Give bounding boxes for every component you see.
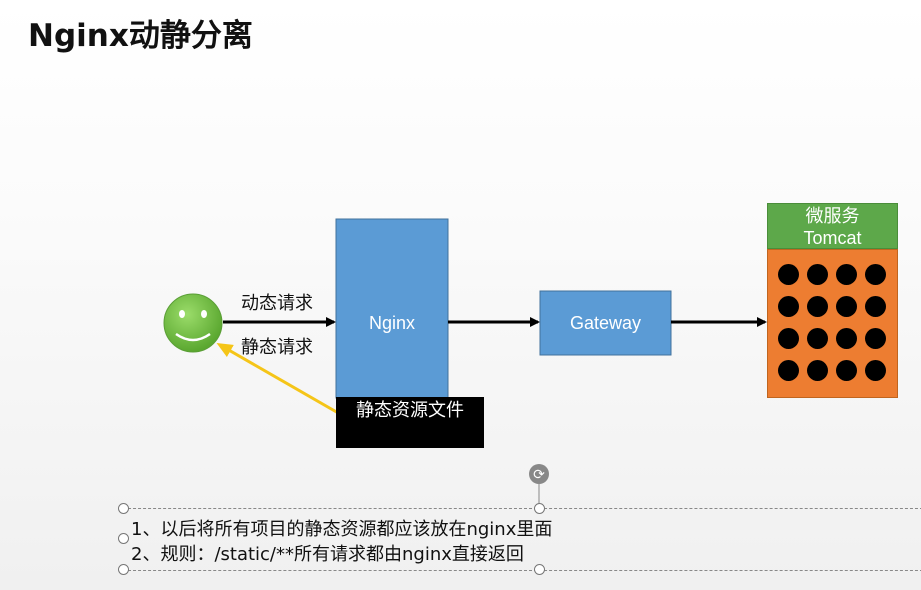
- microservice-header: 微服务 Tomcat: [767, 203, 898, 249]
- note-line-1[interactable]: 1、以后将所有项目的静态资源都应该放在nginx里面: [131, 519, 553, 540]
- tomcat-instance-dot: [778, 360, 799, 381]
- tomcat-instance-dot: [836, 360, 857, 381]
- dynamic-request-label: 动态请求: [241, 293, 313, 314]
- tomcat-instance-dot: [778, 264, 799, 285]
- tomcat-instances-box: [767, 249, 898, 398]
- tomcat-instance-dot: [778, 296, 799, 317]
- smiley-face-icon: [163, 293, 223, 353]
- rotate-handle-icon[interactable]: ⟳: [529, 464, 549, 484]
- resize-handle-top-center[interactable]: [534, 503, 545, 514]
- nginx-label: Nginx: [368, 312, 416, 333]
- note-line-2[interactable]: 2、规则：/static/**所有请求都由nginx直接返回: [131, 544, 524, 565]
- tomcat-instance-dot: [836, 296, 857, 317]
- tomcat-instance-dot: [807, 328, 828, 349]
- microservice-label: 微服务: [805, 206, 860, 226]
- tomcat-label: Tomcat: [803, 228, 862, 248]
- tomcat-instance-dot: [865, 264, 886, 285]
- rotate-handle-connector: [538, 484, 540, 504]
- nginx-box: [335, 218, 449, 399]
- resize-handle-middle-left[interactable]: [118, 533, 129, 544]
- tomcat-instance-dot: [836, 328, 857, 349]
- resize-handle-top-left[interactable]: [118, 503, 129, 514]
- tomcat-instance-dot: [807, 360, 828, 381]
- slide-title: Nginx动静分离: [28, 18, 253, 54]
- tomcat-instance-dot: [865, 296, 886, 317]
- static-request-label: 静态请求: [241, 337, 313, 358]
- tomcat-instance-dot: [836, 264, 857, 285]
- notes-textbox[interactable]: [123, 508, 921, 571]
- tomcat-instance-dot: [865, 328, 886, 349]
- gateway-label: Gateway: [569, 312, 642, 333]
- resize-handle-bottom-center[interactable]: [534, 564, 545, 575]
- tomcat-instance-dot: [778, 328, 799, 349]
- static-files-box: 静态资源文件: [336, 397, 484, 448]
- tomcat-instance-dot: [865, 360, 886, 381]
- static-return-arrow: [216, 343, 341, 416]
- tomcat-instance-dot: [807, 296, 828, 317]
- resize-handle-bottom-left[interactable]: [118, 564, 129, 575]
- tomcat-instance-dot: [807, 264, 828, 285]
